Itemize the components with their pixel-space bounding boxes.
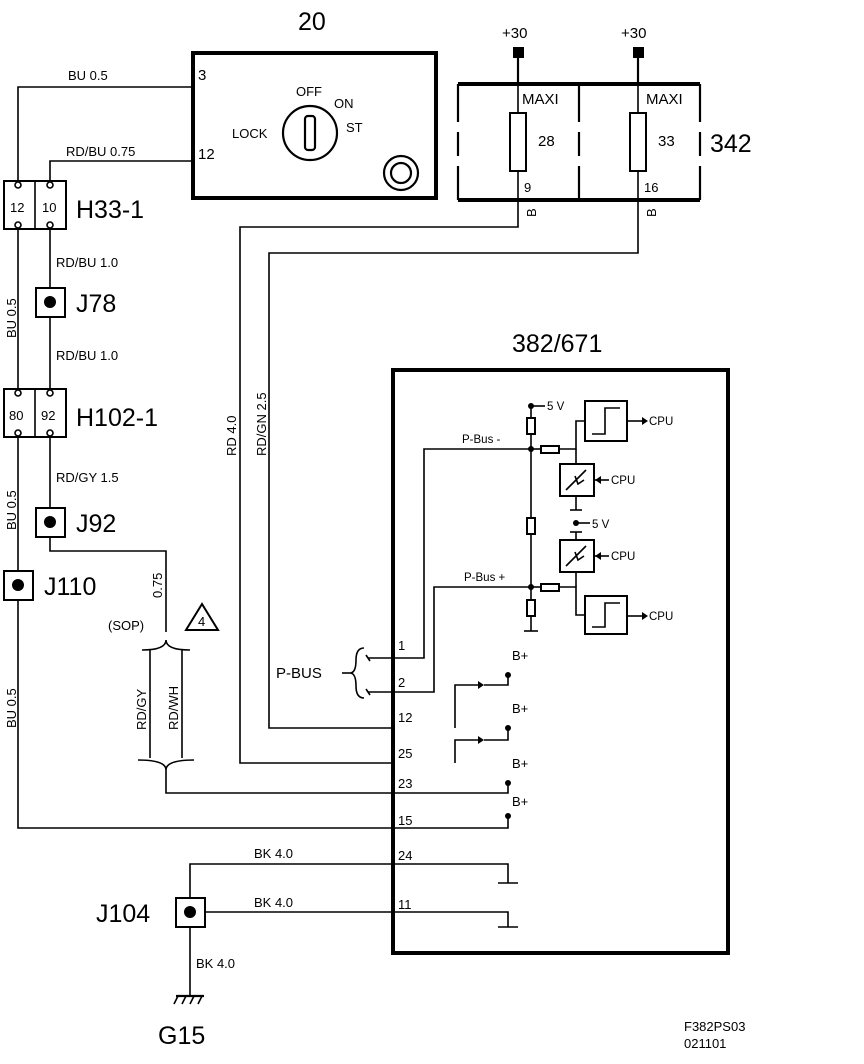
module-cpu-3: CPU (611, 551, 635, 563)
fuse-right-number: 33 (658, 133, 675, 150)
note-marker: 4 (198, 614, 205, 629)
mounting-nut-icon (382, 154, 420, 192)
module-5v-mid: 5 V (592, 519, 610, 531)
module-bplus-3: B+ (512, 756, 528, 771)
wire-label-bu-05-left-b: BU 0.5 (4, 490, 19, 530)
module-pbus-plus: P-Bus + (464, 572, 506, 584)
ground-label: G15 (158, 1022, 205, 1050)
fuse-right-icon (629, 112, 647, 172)
module-cpu-1: CPU (649, 416, 673, 428)
fuse-right-type: MAXI (646, 91, 683, 108)
j78-label: J78 (76, 290, 116, 318)
note-triangle-icon (184, 602, 220, 631)
wire-label-bk-40-c: BK 4.0 (196, 956, 235, 971)
h33-pin-b: 10 (42, 200, 56, 215)
connector-h33-1: 12 10 H33-1 (3, 180, 144, 230)
wire-label-bu-05-left-a: BU 0.5 (4, 298, 19, 338)
module-pin-1: 1 (398, 638, 405, 653)
ignition-switch: 20 3 12 OFF ON LOCK ST (191, 8, 438, 200)
splice-j92: J92 (35, 507, 116, 538)
fuse-left-pin: 9 (524, 180, 531, 195)
wire-label-bu-05-left-c: BU 0.5 (4, 688, 19, 728)
module-bplus-1: B+ (512, 648, 528, 663)
j104-label: J104 (96, 900, 150, 928)
module-cpu-2: CPU (611, 475, 635, 487)
module-5v-top: 5 V (547, 401, 565, 413)
comparator-bottom-icon (584, 595, 628, 635)
sop-label: (SOP) (108, 618, 144, 633)
wire-label-rdbu-10-b: RD/BU 1.0 (56, 348, 118, 363)
module-pin-15: 15 (398, 813, 412, 828)
splice-j104: J104 (96, 897, 206, 928)
ignition-pos-st: ST (346, 120, 363, 135)
ignition-pos-off: OFF (296, 84, 322, 99)
module-pin-2: 2 (398, 675, 405, 690)
fuse-left-icon (509, 112, 527, 172)
pbus-label: P-BUS (276, 665, 322, 682)
wire-label-bk-40-b: BK 4.0 (254, 895, 293, 910)
pbus-connector: P-BUS (276, 647, 393, 699)
module-382-671: 382/671 5 V P-Bus - CPU CPU (391, 330, 730, 955)
fuse-left-number: 28 (538, 133, 555, 150)
j92-label: J92 (76, 510, 116, 538)
fuse-right-wire: B (644, 208, 659, 217)
footer-date: 021101 (684, 1036, 726, 1051)
wire-label-rdgy-15: RD/GY 1.5 (56, 470, 119, 485)
module-pin-12: 12 (398, 710, 412, 725)
ground-symbol-icon (173, 994, 204, 1005)
supply-label-right: +30 (621, 25, 646, 42)
ignition-pin-12: 12 (198, 146, 215, 163)
h102-pin-a: 80 (9, 408, 23, 423)
ground-path: BK 4.0 BK 4.0 J104 BK 4.0 G15 (96, 846, 393, 1050)
module-pbus-minus: P-Bus - (462, 434, 501, 446)
connector-h102-1: 80 92 H102-1 (3, 388, 158, 438)
ignition-switch-id: 20 (298, 8, 326, 36)
ignition-pin-3: 3 (198, 67, 206, 84)
wire-label-rdbu-075: RD/BU 0.75 (66, 144, 135, 159)
wire-label-bk-40-a: BK 4.0 (254, 846, 293, 861)
fuse-left-wire: B (524, 208, 539, 217)
module-pin-25: 25 (398, 746, 412, 761)
footer-code: F382PS03 (684, 1019, 745, 1034)
fuse-right-pin: 16 (644, 180, 658, 195)
fuse-left-type: MAXI (522, 91, 559, 108)
wire-label-bu-05-top: BU 0.5 (68, 68, 108, 83)
ignition-pos-on: ON (334, 96, 354, 111)
fuse-box-id: 342 (710, 130, 752, 158)
left-harness: BU 0.5 RD/BU 0.75 12 10 H33-1 BU 0.5 RD/… (3, 68, 393, 829)
h33-pin-a: 12 (10, 200, 24, 215)
module-cpu-4: CPU (649, 611, 673, 623)
wire-label-075: 0.75 (150, 573, 165, 598)
splice-j78: J78 (35, 287, 116, 318)
module-bplus-2: B+ (512, 701, 528, 716)
wire-label-rdgy-v: RD/GY (134, 689, 149, 731)
ignition-pos-lock: LOCK (232, 126, 268, 141)
wire-label-rdbu-10-a: RD/BU 1.0 (56, 255, 118, 270)
wire-label-rdwh-v: RD/WH (166, 686, 181, 730)
supply-label-left: +30 (502, 25, 527, 42)
wire-label-rdgn-25: RD/GN 2.5 (254, 392, 269, 456)
h102-id: H102-1 (76, 404, 158, 432)
module-bplus-4: B+ (512, 794, 528, 809)
splice-j110: J110 (3, 570, 96, 601)
module-id: 382/671 (512, 330, 602, 358)
supply-terminal-left (513, 47, 524, 58)
j110-label: J110 (44, 573, 96, 601)
comparator-top-icon (584, 400, 628, 442)
h102-pin-b: 92 (41, 408, 55, 423)
supply-terminal-right (633, 47, 644, 58)
wire-label-rd-40: RD 4.0 (224, 416, 239, 456)
module-pin-23: 23 (398, 776, 412, 791)
power-feeds: RD 4.0 RD/GN 2.5 (224, 200, 639, 764)
module-pin-24: 24 (398, 848, 412, 863)
h33-id: H33-1 (76, 196, 144, 224)
key-cylinder-icon (281, 104, 339, 162)
fuse-box: +30 +30 MAXI MAXI 28 33 9 16 342 B B (456, 25, 752, 217)
key-slot-icon (303, 114, 317, 152)
module-pin-11: 11 (398, 897, 412, 912)
